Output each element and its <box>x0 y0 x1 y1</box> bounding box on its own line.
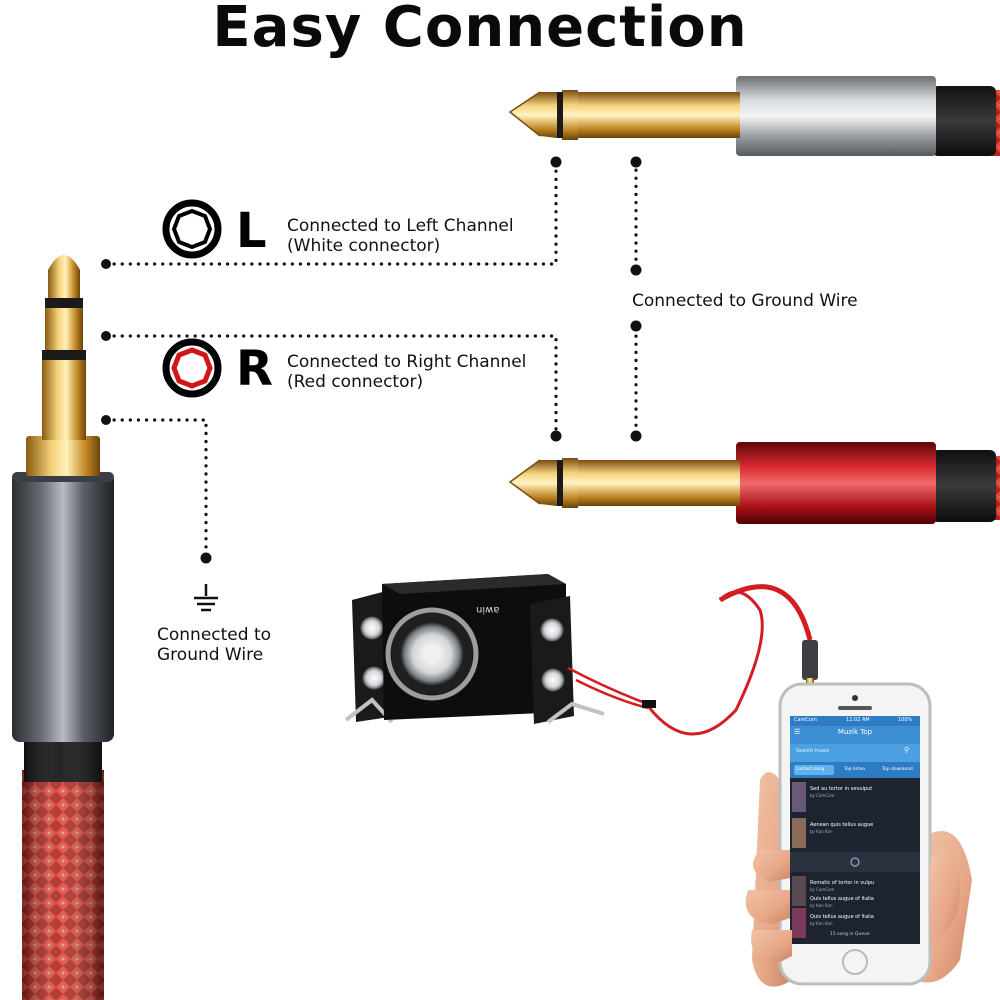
tab-top-listen[interactable]: Top listen <box>844 767 866 772</box>
connection-dots <box>101 156 642 564</box>
speaker-system <box>344 574 818 736</box>
song-artist: by Kan Kan <box>810 921 833 926</box>
menu-icon[interactable]: ☰ <box>794 728 801 736</box>
song-artist: by CamCom <box>810 887 835 892</box>
song-artist: by CamCom <box>810 793 835 798</box>
tab-top-download[interactable]: Top download <box>882 767 913 772</box>
song-artist: by Kan Kan <box>810 829 833 834</box>
song-title[interactable]: Romatic of tortor in vulpu <box>810 880 875 886</box>
red-connector-icon <box>162 338 222 398</box>
song-title[interactable]: Quis tellus augue of Italia <box>810 914 874 920</box>
queue-label[interactable]: 15 song in Queue <box>830 932 870 937</box>
trs-3-5mm-plug <box>12 255 114 1000</box>
tab-latest[interactable]: Lastest song <box>796 767 825 772</box>
ground-wire-label-right: Connected to Ground Wire <box>632 291 858 311</box>
app-title: Muzik Top <box>837 728 873 736</box>
speaker-brand: awin <box>476 604 500 615</box>
white-connector-icon <box>162 199 222 259</box>
ground-icon <box>194 584 218 612</box>
right-channel-letter: R <box>236 341 273 397</box>
search-icon[interactable]: ⚲ <box>904 746 910 754</box>
right-channel-label: Connected to Right Channel <box>287 352 527 372</box>
status-battery: 100% <box>898 717 913 723</box>
ts-plug-white-left <box>508 76 1000 156</box>
left-channel-letter: L <box>236 203 267 259</box>
smartphone <box>745 682 972 987</box>
ground-wire-label-left: Connected to <box>157 625 272 645</box>
connection-lines <box>104 160 638 558</box>
song-title[interactable]: Sed au tortor in sevulput <box>810 786 873 792</box>
status-carrier: CamCom <box>794 717 817 723</box>
ts-plug-red-right <box>508 442 1000 524</box>
left-channel-sublabel: (White connector) <box>287 236 441 256</box>
page-title: Easy Connection <box>212 0 748 60</box>
ground-wire-label-left-2: Ground Wire <box>157 645 264 665</box>
song-title[interactable]: Quis tellus augue of Italia <box>810 896 874 902</box>
left-channel-label: Connected to Left Channel <box>287 216 514 236</box>
status-time: 12:02 AM <box>846 717 870 723</box>
phone-screen-text: CamCom 12:02 AM 100% ☰ Muzik Top Search … <box>790 716 920 944</box>
song-artist: by Kan Kan <box>810 903 833 908</box>
song-title[interactable]: Aenean quis tellus augue <box>810 822 874 828</box>
right-channel-sublabel: (Red connector) <box>287 372 424 392</box>
search-input[interactable]: Search music <box>796 748 830 754</box>
